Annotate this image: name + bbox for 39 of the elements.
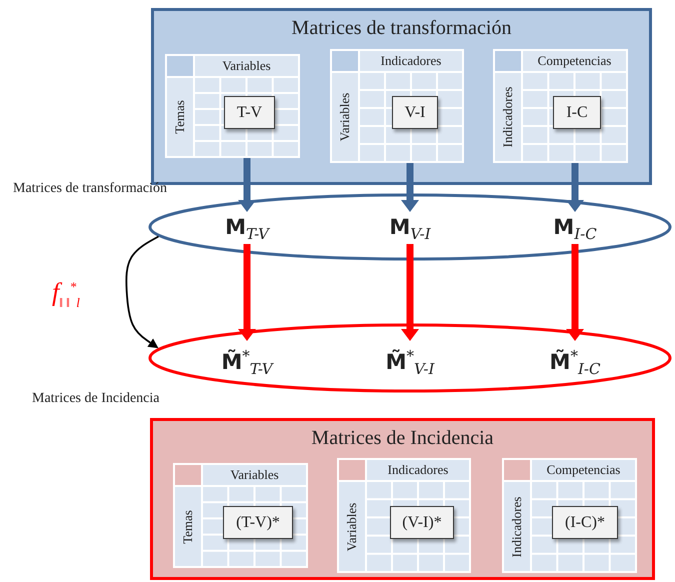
row-header: Variables: [337, 92, 353, 142]
column-header: Indicadores: [367, 460, 469, 480]
row-header: Variables: [344, 502, 360, 551]
side-label: Matrices de transformación: [13, 181, 167, 197]
row-header: Temas: [180, 510, 196, 544]
row-header: Indicadores: [500, 86, 516, 148]
arrow: [238, 158, 256, 212]
column-header: Variables: [195, 56, 298, 76]
matrix-symbol: M$_{T-V}$: [212, 212, 282, 244]
arrow: [125, 236, 159, 348]
matrix-table: [337, 458, 471, 573]
matrix-label: (V-I)*: [390, 506, 454, 539]
column-header: Indicadores: [360, 51, 462, 71]
row-header: Temas: [172, 100, 188, 134]
arrow: [238, 244, 256, 341]
column-header: Competencias: [532, 460, 635, 480]
matrix-table: [173, 463, 308, 568]
arrow: [401, 163, 419, 212]
panel-title: Matrices de Incidencia: [310, 427, 495, 450]
arrow: [566, 244, 584, 341]
matrix-table: [502, 458, 637, 573]
arrow: [401, 244, 419, 341]
panel: [150, 418, 655, 580]
column-header: Variables: [203, 465, 306, 485]
matrix-label: V-I: [392, 96, 438, 129]
column-header: Competencias: [523, 51, 626, 71]
row-header: Indicadores: [509, 496, 525, 557]
matrix-label: (T-V)*: [223, 506, 293, 539]
side-label: Matrices de Incidencia: [32, 391, 160, 407]
matrix-table: [493, 49, 628, 163]
matrix-table: [165, 54, 300, 158]
matrix-table: [330, 49, 464, 163]
matrix-label: T-V: [224, 96, 275, 129]
matrix-label: (I-C)*: [552, 506, 618, 539]
matrix-label: I-C: [553, 96, 601, 129]
arrow: [566, 163, 584, 212]
matrix-symbol: M$_{I-C}$: [540, 212, 610, 244]
matrix-symbol: M$_{V-I}$: [375, 212, 445, 244]
panel-title: Matrices de transformación: [290, 17, 512, 40]
